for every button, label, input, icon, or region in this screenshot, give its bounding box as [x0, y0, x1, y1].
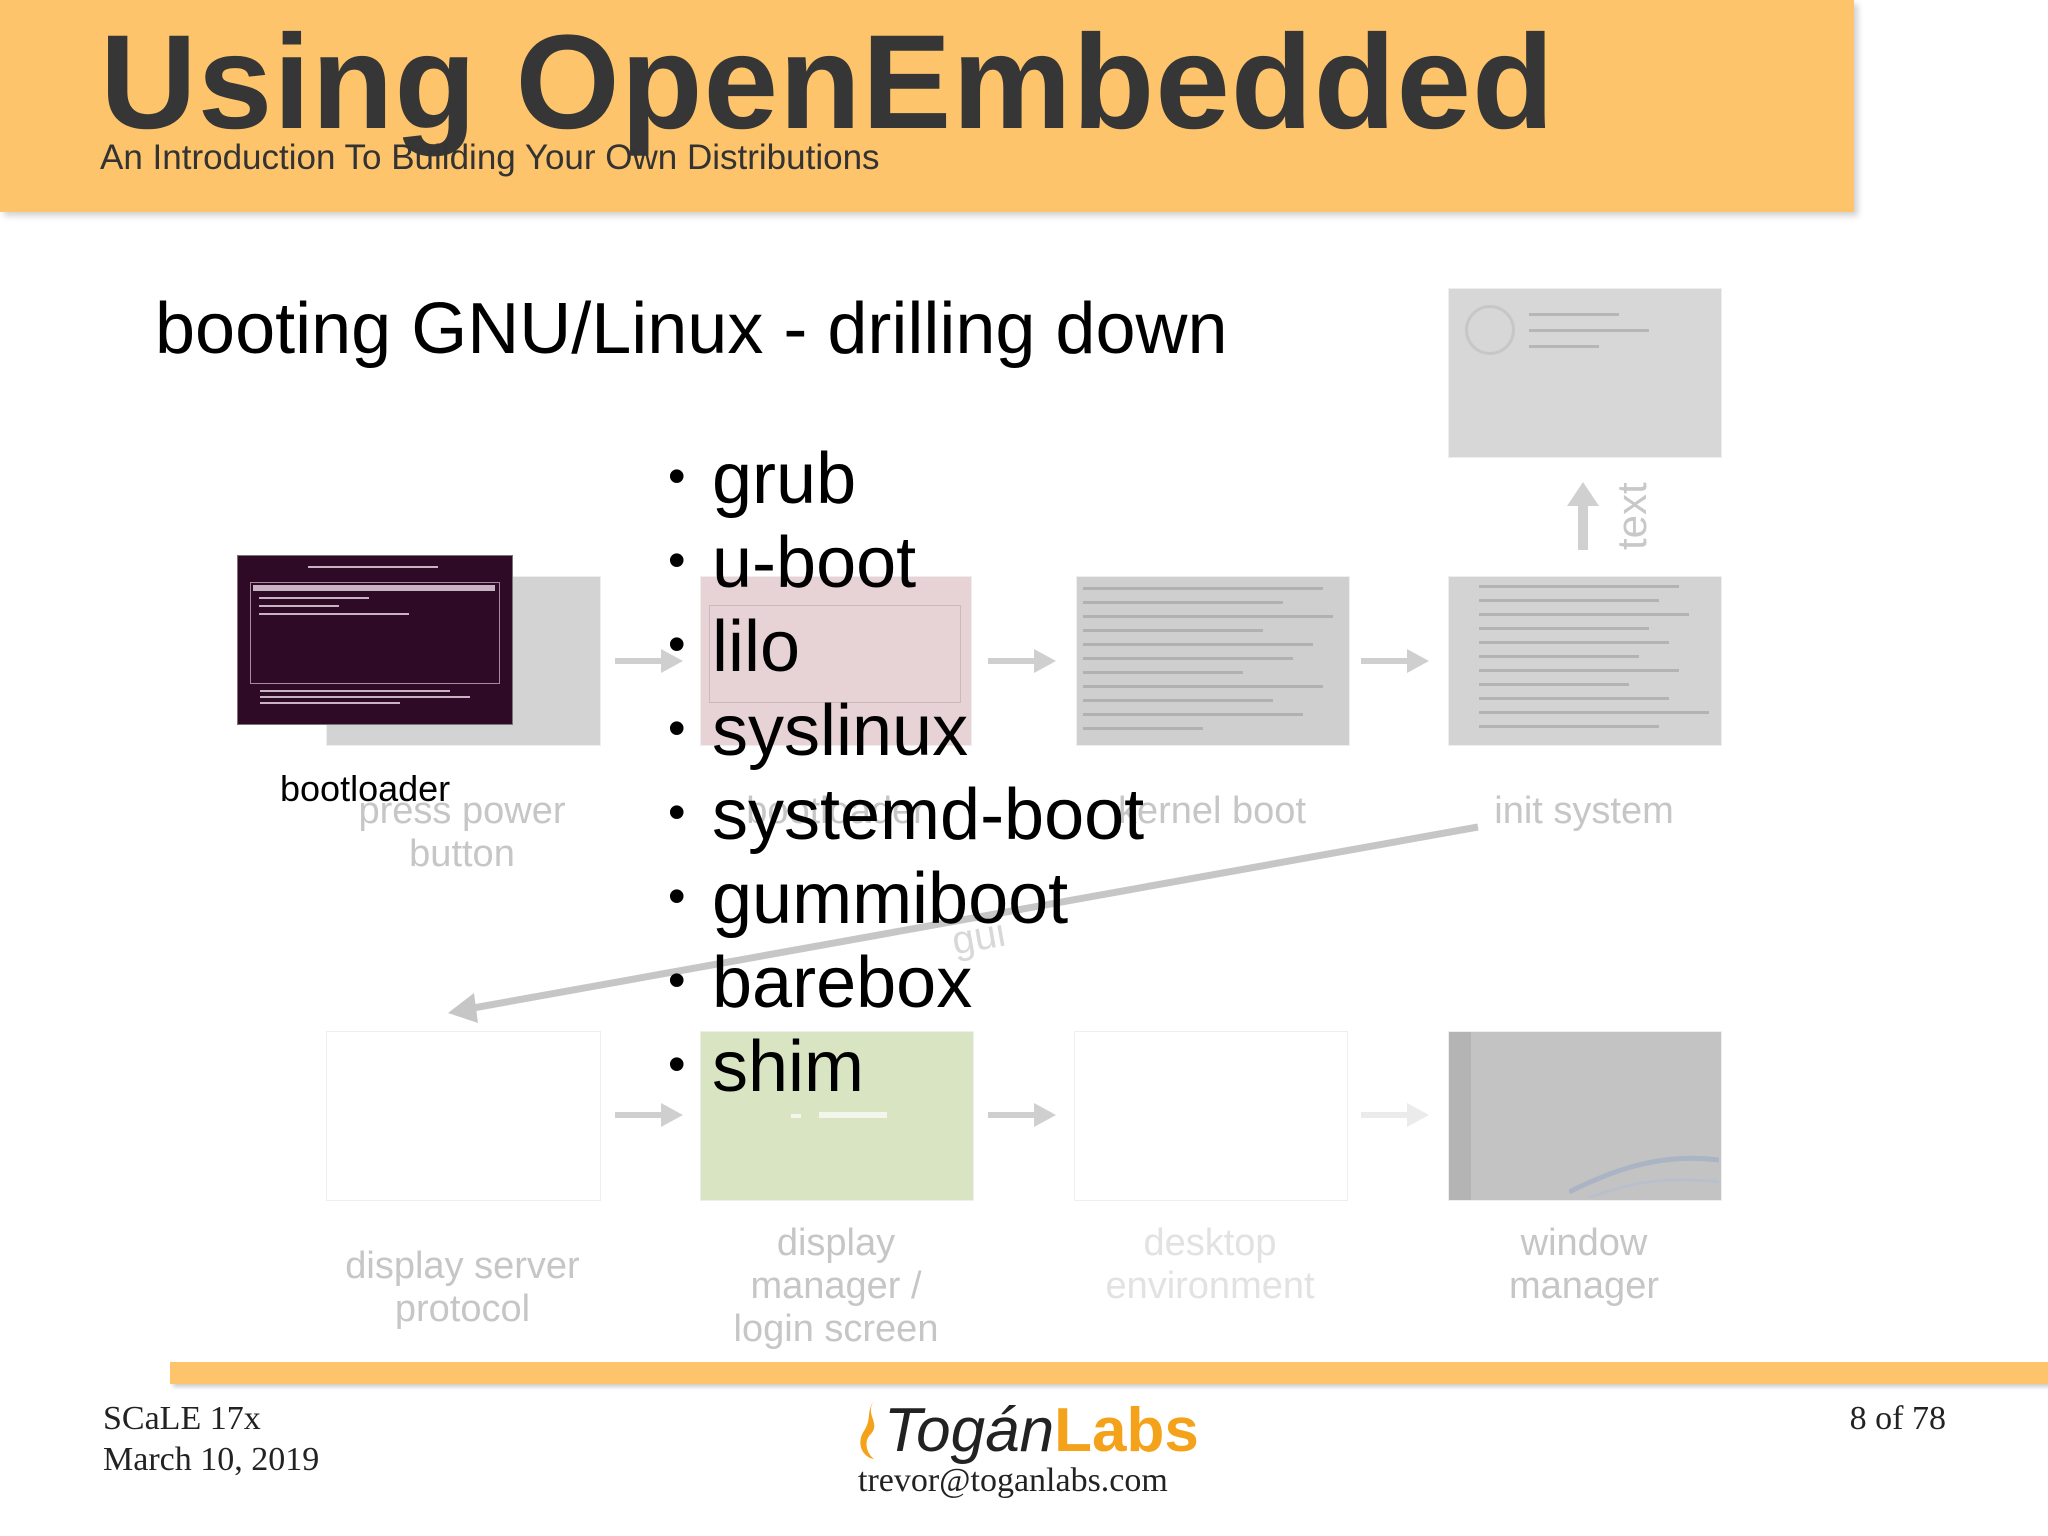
arrow-right-icon — [1361, 1103, 1429, 1127]
text-branch-label: text — [1608, 482, 1655, 550]
list-item: •u-boot — [668, 523, 917, 603]
presentation-subtitle: An Introduction To Building Your Own Dis… — [100, 138, 880, 177]
bootloader-screenshot — [237, 555, 513, 725]
event-date: March 10, 2019 — [103, 1441, 320, 1478]
bootloader-label: bootloader — [280, 768, 451, 809]
list-item: •lilo — [668, 607, 801, 687]
presentation-title: Using OpenEmbedded — [100, 8, 1555, 157]
arrow-right-icon — [615, 1103, 683, 1127]
logo-text-togan: Togán — [884, 1396, 1055, 1465]
togan-labs-logo: TogánLabs — [860, 1396, 1199, 1466]
arrow-right-icon — [988, 649, 1056, 673]
header-band — [0, 0, 1854, 212]
init-system-panel — [1448, 576, 1722, 746]
arrow-right-icon — [1361, 649, 1429, 673]
list-item: •gummiboot — [668, 859, 1069, 939]
event-name: SCaLE 17x — [103, 1400, 261, 1437]
kernel-boot-label: kernel boot — [1117, 790, 1306, 832]
kernel-boot-panel — [1076, 576, 1350, 746]
arrow-right-icon — [988, 1103, 1056, 1127]
bootloader-faded-panel — [700, 576, 972, 746]
list-item: •shim — [668, 1027, 865, 1107]
text-console-panel — [1448, 288, 1722, 458]
logo-text-labs: Labs — [1054, 1396, 1199, 1465]
display-manager-panel — [700, 1031, 974, 1201]
bootloader-faded-label: bootloader — [746, 790, 926, 832]
init-system-label: init system — [1494, 790, 1674, 832]
bootloader-list: •grub •u-boot •lilo •syslinux •systemd-b… — [668, 436, 1144, 1108]
arrow-right-icon — [615, 649, 683, 673]
footer-band — [170, 1362, 2048, 1384]
arrow-up-icon — [1567, 482, 1599, 550]
list-item: •barebox — [668, 943, 973, 1023]
diagonal-arrow-icon — [448, 823, 1479, 1023]
flame-icon — [860, 1401, 875, 1459]
desktop-environment-panel — [1074, 1031, 1348, 1201]
display-server-panel — [326, 1031, 601, 1201]
list-item: •systemd-boot — [668, 775, 1145, 855]
page-number: 8 of 78 — [1849, 1400, 1946, 1437]
window-manager-panel — [1448, 1031, 1722, 1201]
contact-email: trevor@toganlabs.com — [858, 1462, 1168, 1499]
list-item: •grub — [668, 439, 857, 519]
list-item: •syslinux — [668, 691, 969, 771]
slide-heading: booting GNU/Linux - drilling down — [155, 289, 1228, 369]
